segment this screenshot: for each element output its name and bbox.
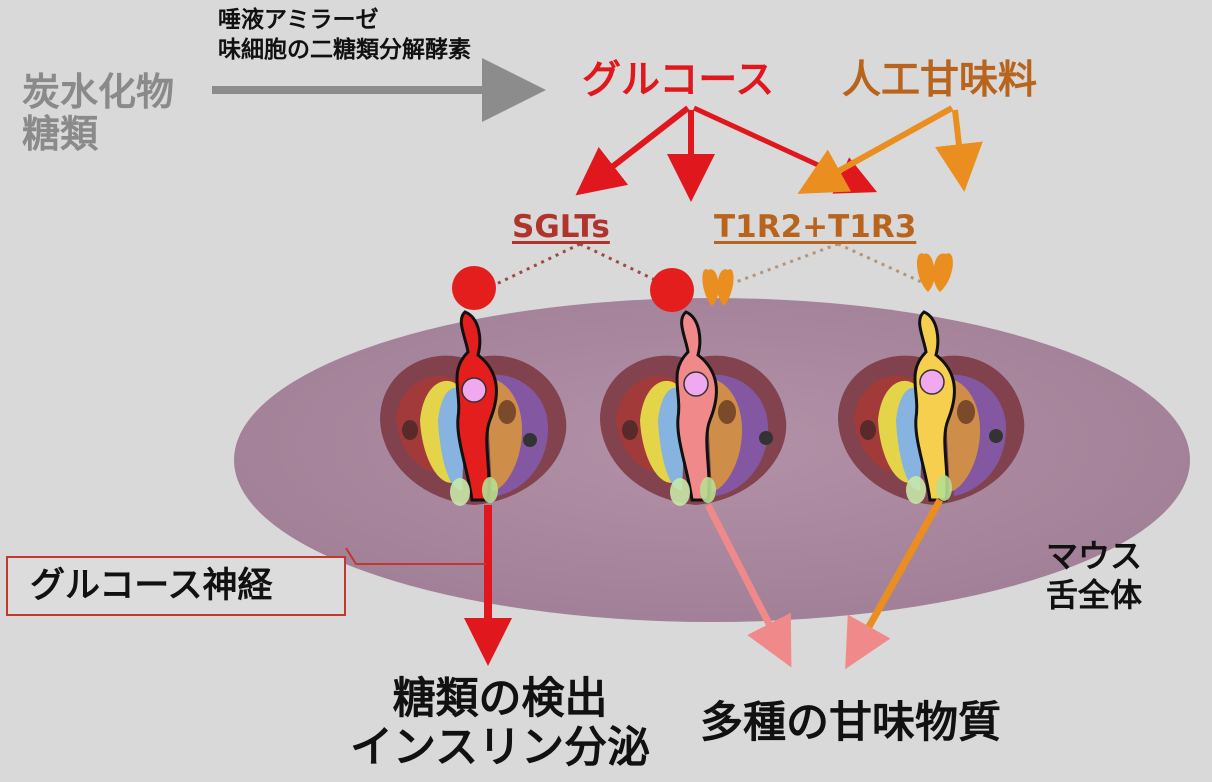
receptor-connectors [487,242,929,290]
nerve-callout-line [345,547,486,565]
artificial-sweetener-label: 人工甘味料 [842,58,1038,103]
taste-bud-mixed [600,268,787,506]
sglt-receptor-icon-2 [650,268,694,312]
sweet-substances-label: 多種の甘味物質 [700,698,1001,748]
sweetener-arrows [797,105,983,194]
glucose-nerve-box: グルコース神経 [6,556,346,616]
enzyme-label: 唾液アミラーゼ 味細胞の二糖類分解酵素 [218,7,471,63]
taste-bud-sweet-receptor [838,253,1025,505]
carbohydrate-label: 炭水化物 糖類 [22,70,175,156]
glucose-sensing-cell [455,310,498,502]
orange-output-arrow [845,498,944,670]
glucose-label: グルコース [582,58,775,103]
sglt-receptor-icon [452,266,496,310]
taste-bud-glucose-sensing [380,266,567,506]
mouse-tongue-label: マウス 舌全体 [1046,537,1143,615]
t1r2-t1r3-label: T1R2+T1R3 [714,209,917,245]
pink-output-arrow [704,503,792,668]
sugar-detection-label: 糖類の検出 インスリン分泌 [350,674,651,774]
t1r2-t1r3-receptor-icon-2 [916,253,935,292]
t1r2-t1r3-receptor-icon [702,269,719,306]
mixed-receptor-cell [675,310,718,502]
sglts-label: SGLTs [512,209,610,245]
